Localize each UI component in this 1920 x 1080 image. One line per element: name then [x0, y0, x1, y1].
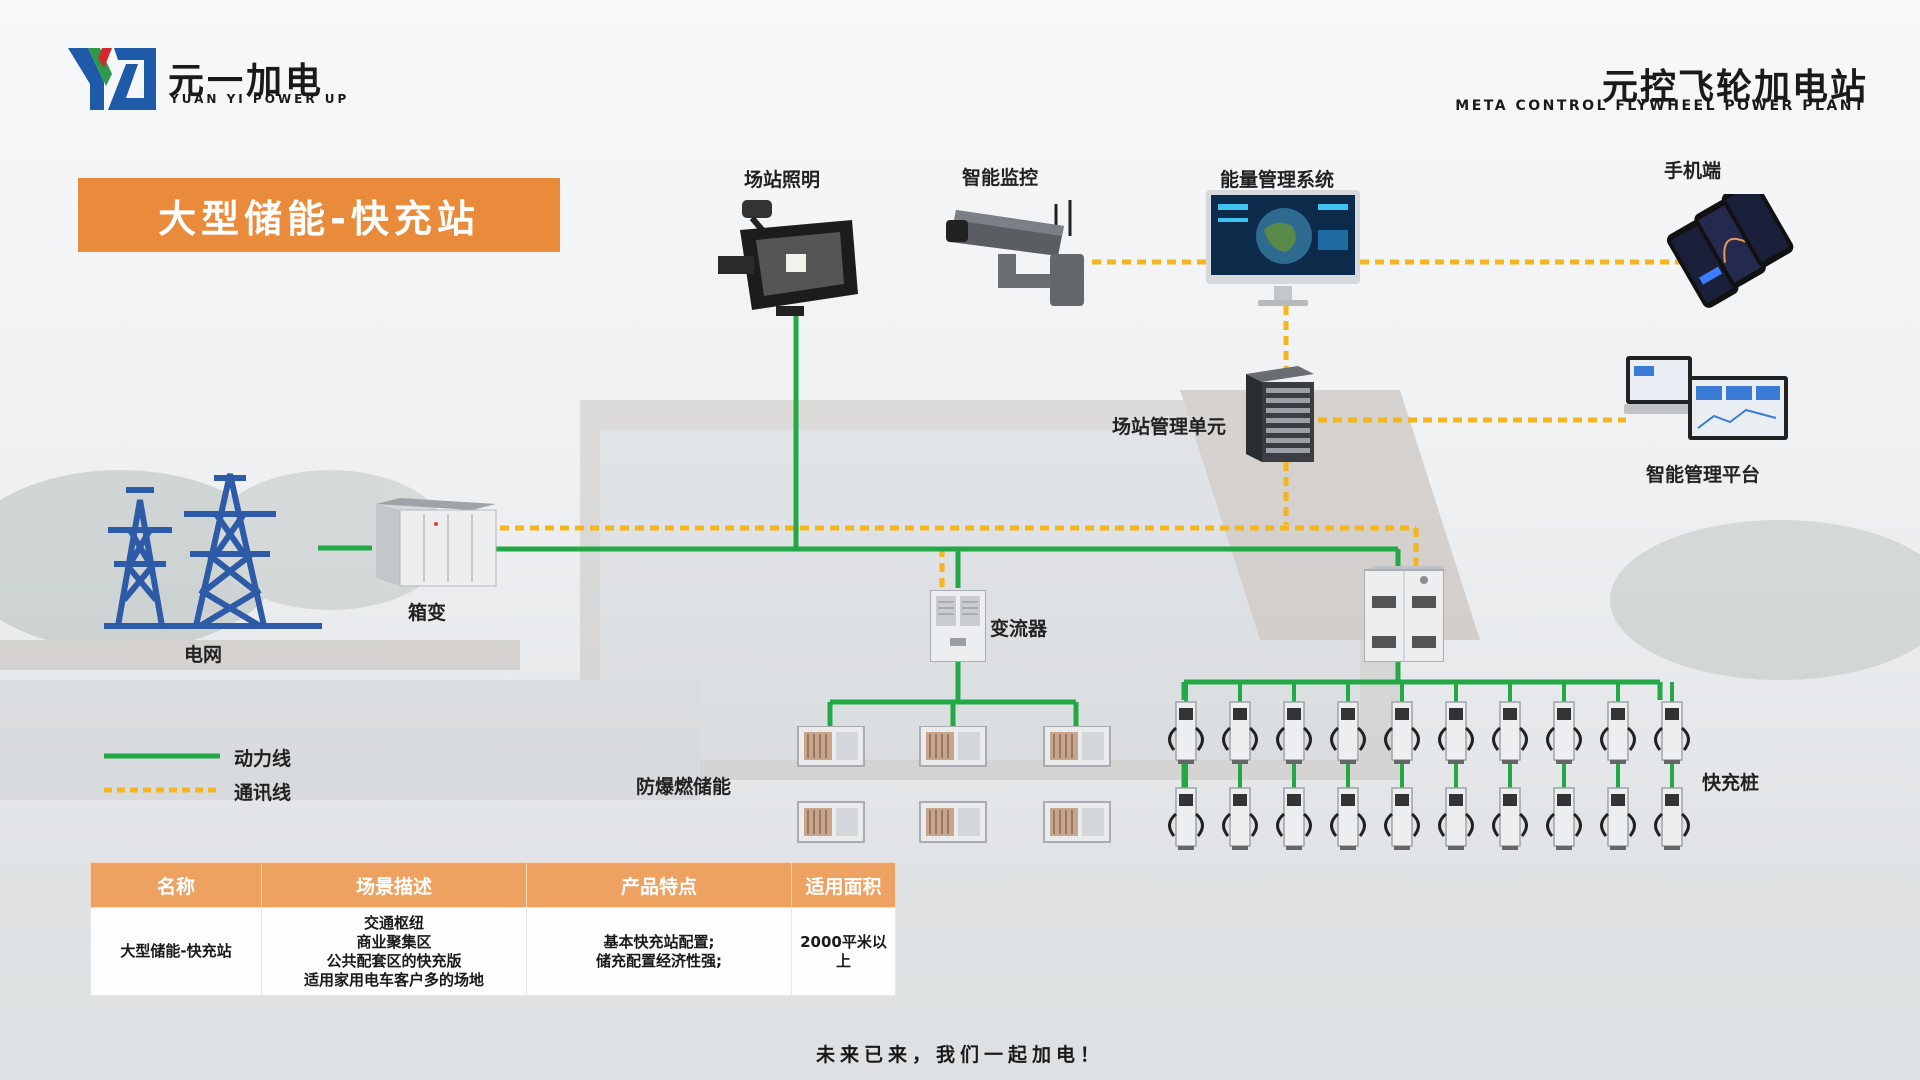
fast-charger-unit — [1438, 787, 1474, 850]
box-transformer-icon — [372, 498, 498, 588]
brand-name: 元一加电 — [168, 61, 325, 102]
label-smart-monitoring: 智能监控 — [962, 167, 1039, 189]
fast-charger-unit — [1276, 787, 1312, 850]
storage-unit — [919, 801, 987, 843]
brand-logo — [68, 48, 156, 110]
fast-charger-unit — [1492, 787, 1528, 850]
cell-features: 基本快充站配置; 储充配置经济性强; — [526, 907, 792, 996]
feature-line: 基本快充站配置; — [603, 932, 715, 951]
cell-name: 大型储能-快充站 — [90, 907, 262, 996]
table-header: 产品特点 — [526, 862, 792, 908]
page-title: 元控飞轮加电站 — [1601, 67, 1868, 108]
label-fast-charger: 快充桩 — [1702, 772, 1760, 794]
label-box-transformer: 箱变 — [408, 602, 447, 624]
legend: 动力线 通讯线 — [104, 744, 324, 804]
scenario-line: 公共配套区的快充版 — [326, 951, 462, 970]
fast-charger-unit — [1276, 701, 1312, 764]
brand-english-name: YUAN YI POWER UP — [170, 92, 350, 106]
label-station-management-unit: 场站管理单元 — [1112, 416, 1227, 438]
page-subtitle: META CONTROL FLYWHEEL POWER PLANT — [1455, 98, 1866, 114]
label-explosion-proof-storage: 防爆燃储能 — [636, 776, 732, 798]
server-rack-icon — [1246, 366, 1314, 462]
scenario-banner: 大型储能-快充站 — [78, 178, 560, 252]
table-row: 大型储能-快充站 交通枢纽 商业聚集区 公共配套区的快充版 适用家用电车客户多的… — [90, 907, 896, 996]
label-mobile: 手机端 — [1664, 160, 1722, 182]
fast-charger-unit — [1330, 701, 1366, 764]
cell-scenarios: 交通枢纽 商业聚集区 公共配套区的快充版 适用家用电车客户多的场地 — [261, 907, 527, 996]
fast-charger-unit — [1384, 701, 1420, 764]
info-table: 名称 场景描述 产品特点 适用面积 大型储能-快充站 交通枢纽 商业聚集区 公共… — [90, 862, 896, 996]
feature-line: 储充配置经济性强; — [596, 951, 722, 970]
charger-power-drops — [1184, 682, 1674, 788]
security-camera-icon — [946, 192, 1094, 310]
legend-comm-label: 通讯线 — [234, 782, 292, 804]
fast-charger-unit — [1168, 787, 1204, 850]
fast-charger-unit — [1654, 701, 1690, 764]
slogan: 未来已来，我们一起加电！ — [815, 1044, 1104, 1066]
fast-charger-unit — [1222, 701, 1258, 764]
power-lines — [318, 306, 1663, 790]
scenario-line: 商业聚集区 — [356, 932, 432, 951]
storage-unit — [797, 725, 865, 767]
floodlight-icon — [712, 198, 860, 316]
label-converter: 变流器 — [990, 618, 1048, 640]
power-tower-icon — [104, 460, 322, 632]
storage-unit — [1043, 801, 1111, 843]
converter-cabinet-icon — [929, 589, 987, 663]
storage-unit — [919, 725, 987, 767]
cell-area: 2000平米以上 — [791, 907, 896, 996]
label-power-grid: 电网 — [184, 644, 223, 666]
scenario-line: 交通枢纽 — [363, 913, 424, 932]
table-header: 名称 — [90, 862, 262, 908]
fast-charger-unit — [1654, 787, 1690, 850]
fast-charger-unit — [1600, 787, 1636, 850]
table-header: 适用面积 — [791, 862, 896, 908]
fast-charger-unit — [1168, 701, 1204, 764]
management-platform-icon — [1624, 356, 1794, 446]
fast-charger-unit — [1222, 787, 1258, 850]
fast-charger-unit — [1600, 701, 1636, 764]
energy-storage-group — [796, 725, 1116, 850]
fast-charger-unit — [1546, 787, 1582, 850]
ems-monitor-icon — [1206, 190, 1360, 308]
fast-charger-unit — [1492, 701, 1528, 764]
fast-charger-unit — [1546, 701, 1582, 764]
fast-charger-group — [1156, 698, 1696, 858]
fast-charger-unit — [1438, 701, 1474, 764]
mobile-phones-icon — [1640, 179, 1800, 312]
storage-unit — [1043, 725, 1111, 767]
label-energy-management-system: 能量管理系统 — [1220, 169, 1335, 191]
label-smart-management-platform: 智能管理平台 — [1646, 464, 1761, 486]
table-header: 场景描述 — [261, 862, 527, 908]
fast-charger-unit — [1330, 787, 1366, 850]
table-header-row: 名称 场景描述 产品特点 适用面积 — [90, 862, 896, 908]
label-site-lighting: 场站照明 — [744, 169, 821, 191]
legend-power-label: 动力线 — [234, 748, 292, 770]
storage-unit — [797, 801, 865, 843]
scenario-line: 适用家用电车客户多的场地 — [303, 970, 484, 989]
charger-distribution-cabinet-icon — [1363, 566, 1445, 663]
comm-lines — [500, 259, 1680, 588]
fast-charger-unit — [1384, 787, 1420, 850]
